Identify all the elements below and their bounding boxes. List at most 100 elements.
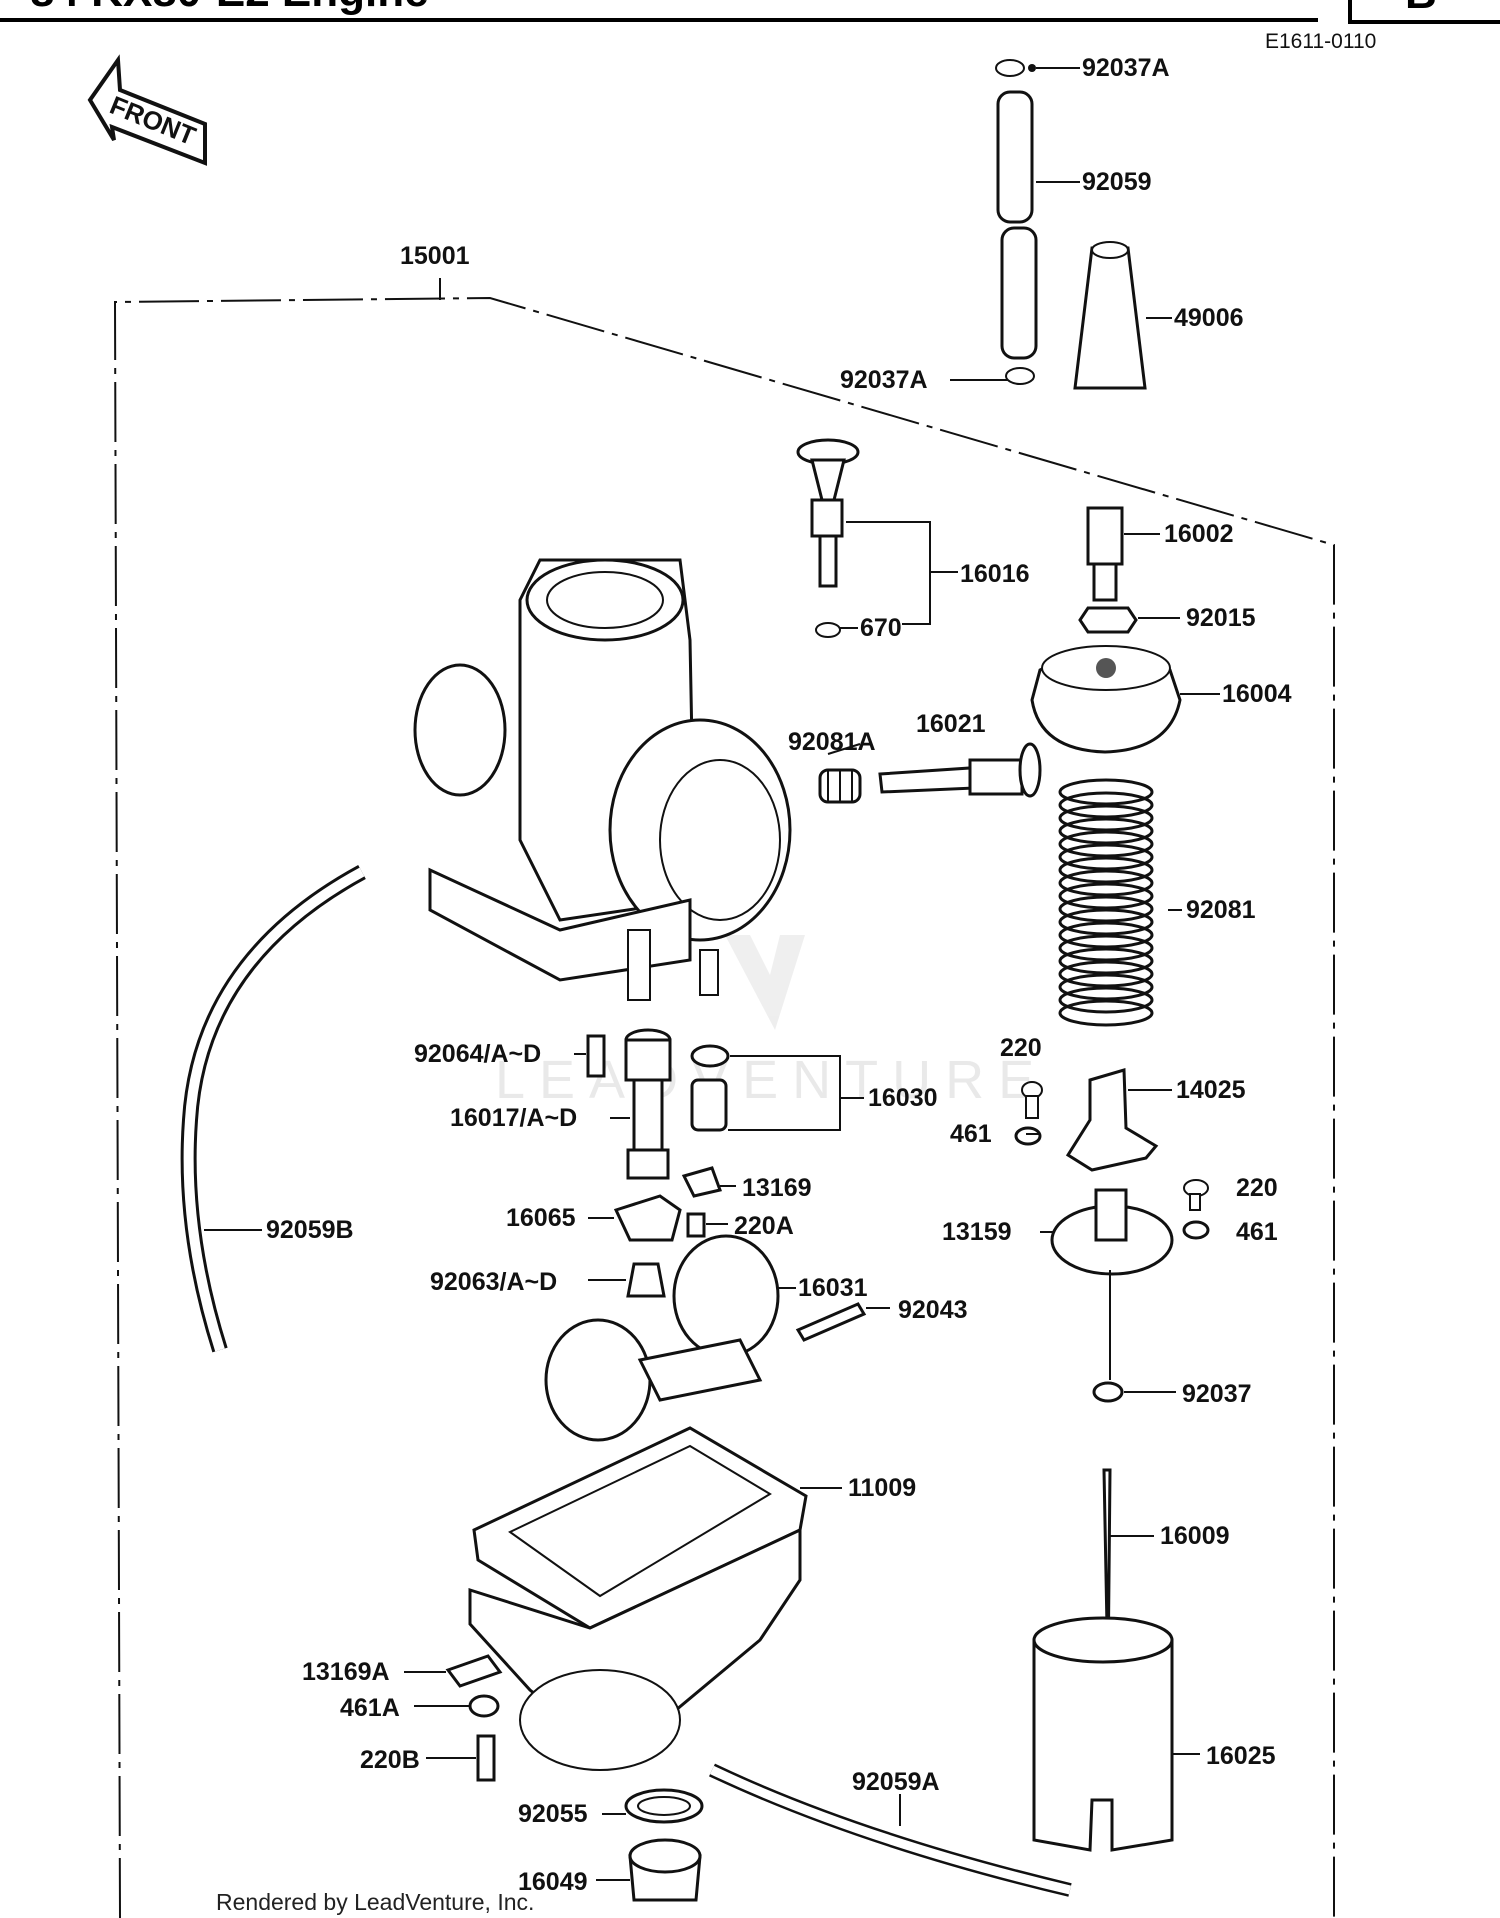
callout: 92037	[1182, 1380, 1252, 1408]
adjuster	[1086, 506, 1124, 566]
callout: 92043	[898, 1296, 968, 1324]
callout: 16016	[960, 560, 1030, 588]
throttle-spring	[1058, 778, 1154, 1027]
air-screw	[796, 438, 860, 638]
callout: 461	[1236, 1218, 1278, 1246]
front-arrow-icon: FRONT	[87, 54, 207, 166]
callout: 92055	[518, 1800, 588, 1828]
callout: 16065	[506, 1204, 576, 1232]
watermark-logo: LEADVENTURE	[495, 935, 1048, 1110]
label-15001: 15001	[400, 242, 470, 270]
vent-tube-lower	[1000, 226, 1038, 360]
needle-clip-icon	[1092, 1381, 1124, 1403]
clip-icon	[995, 59, 1025, 77]
screw-220-icon	[1021, 1081, 1043, 1119]
diagram-code: E1611-0110	[1265, 30, 1376, 53]
baffle	[613, 1194, 682, 1242]
carburetor-body	[413, 558, 792, 1001]
spring-coil	[1058, 843, 1154, 871]
spring-coil	[1058, 882, 1154, 910]
vent-tube-long	[180, 864, 366, 1353]
stop-screw	[878, 742, 1042, 798]
screw-220b-icon	[476, 1734, 496, 1782]
callout: 16030	[868, 1084, 938, 1112]
page-title: 84 KX80-E2 Engine	[30, 0, 429, 16]
float-bowl	[468, 1426, 808, 1771]
callout: 16031	[798, 1274, 868, 1302]
throttle-plate	[1065, 1068, 1159, 1172]
spring-coil	[1058, 895, 1154, 923]
callout: 13159	[942, 1218, 1012, 1246]
callout: 461	[950, 1120, 992, 1148]
callout: 16021	[916, 710, 986, 738]
spring-coil	[1058, 804, 1154, 832]
washer-461a-icon	[468, 1694, 500, 1718]
callout: 92081	[1186, 896, 1256, 924]
spring-coil	[1058, 869, 1154, 897]
spring-coil	[1058, 791, 1154, 819]
callout: 16049	[518, 1868, 588, 1896]
pilot-jet	[586, 1034, 606, 1078]
page-header: 84 KX80-E2 Engine B	[0, 0, 1500, 24]
spring-coil	[1058, 934, 1154, 962]
vent-tube-upper	[996, 90, 1034, 224]
callout: 220	[1236, 1174, 1278, 1202]
callout: 220	[1000, 1034, 1042, 1062]
callout: 92037A	[1082, 54, 1170, 82]
callout: 11009	[848, 1474, 916, 1502]
plate-13169	[681, 1166, 722, 1198]
callout: 14025	[1176, 1076, 1246, 1104]
clip-lower-icon	[1005, 367, 1035, 385]
watermark-text: LEADVENTURE	[495, 1050, 1048, 1110]
float-valve	[690, 1078, 728, 1132]
screw-220a-icon	[686, 1212, 706, 1238]
section-tab: B	[1405, 0, 1437, 18]
callout: 16025	[1206, 1742, 1276, 1770]
float-assembly	[544, 1234, 780, 1442]
spring-coil	[1058, 973, 1154, 1001]
credit-text: Rendered by LeadVenture, Inc.	[216, 1889, 534, 1915]
spring-coil	[1058, 921, 1154, 949]
cone-cap	[1073, 246, 1147, 390]
needle-jet	[624, 1028, 672, 1180]
throttle-valve	[1032, 1616, 1174, 1852]
spring-coil	[1058, 830, 1154, 858]
spring-coil	[1058, 960, 1154, 988]
washer-461-right-icon	[1182, 1220, 1210, 1240]
plate-13169a	[445, 1654, 503, 1688]
callout: 220B	[360, 1746, 420, 1774]
washer-461-icon	[1014, 1126, 1042, 1146]
float-pin	[795, 1302, 867, 1342]
callout: 92059B	[266, 1216, 354, 1244]
needle-holder	[1050, 1188, 1174, 1276]
callout: 92059	[1082, 168, 1152, 196]
callout: 13169A	[302, 1658, 390, 1686]
spring-coil	[1058, 999, 1154, 1027]
callout: 92059A	[852, 1768, 940, 1796]
small-spring	[818, 768, 862, 804]
callout: 13169	[742, 1174, 812, 1202]
assembly-frame	[113, 278, 1335, 1918]
callout: 670	[860, 614, 902, 642]
nut	[1078, 606, 1138, 634]
callout: 92063/A~D	[430, 1268, 557, 1296]
callout: 92064/A~D	[414, 1040, 541, 1068]
callout: 49006	[1174, 304, 1244, 332]
spring-coil	[1058, 856, 1154, 884]
callout: 220A	[734, 1212, 794, 1240]
spring-coil	[1058, 778, 1154, 806]
callout: 92081A	[788, 728, 876, 756]
top-cap	[1030, 645, 1182, 754]
callout: 16004	[1222, 680, 1292, 708]
spring-coil	[1058, 908, 1154, 936]
float-valve-washer	[690, 1044, 730, 1068]
callout: 92037A	[840, 366, 928, 394]
main-jet	[626, 1262, 666, 1298]
spring-coil	[1058, 986, 1154, 1014]
callout: 92015	[1186, 604, 1256, 632]
callout: 16009	[1160, 1522, 1230, 1550]
spring-coil	[1058, 817, 1154, 845]
callout: 16017/A~D	[450, 1104, 577, 1132]
callout: 16002	[1164, 520, 1234, 548]
